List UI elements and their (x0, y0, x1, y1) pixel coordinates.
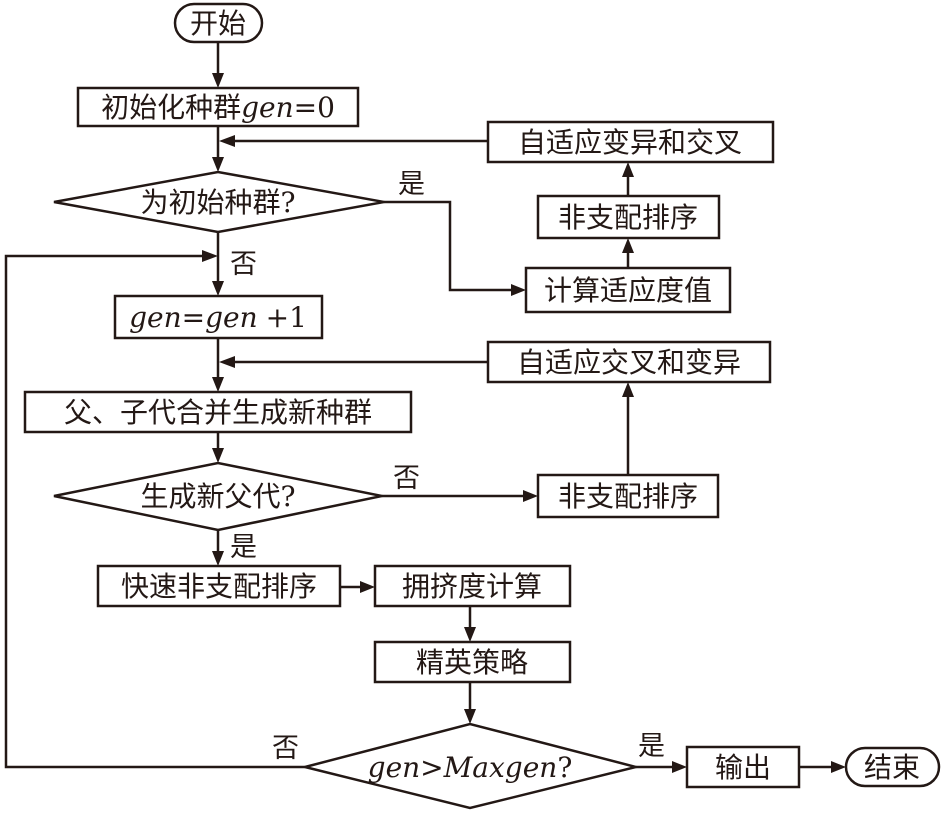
elite-label: 精英策略 (416, 646, 528, 679)
arrowhead (212, 157, 224, 172)
arrowhead (212, 551, 224, 566)
label-no-maxgen: 否 (272, 733, 299, 764)
arrowhead (212, 448, 224, 463)
arrowhead (511, 284, 526, 296)
arrowhead (212, 377, 224, 392)
output-label: 输出 (715, 751, 771, 784)
arrowhead (672, 761, 687, 773)
end-node: 结束 (844, 746, 941, 788)
arrowhead (464, 709, 476, 724)
decision-maxgen-label: gen>Maxgen? (368, 751, 573, 784)
adapt-cross-mut-box: 自适应交叉和变异 (486, 340, 772, 384)
connectors (4, 42, 846, 773)
label-no-initial: 否 (230, 249, 257, 280)
arrowhead (219, 356, 235, 368)
gen-increment-label: gen=gen+1 (129, 301, 307, 334)
arrowhead (622, 162, 634, 177)
nondom-sort-top-box: 非支配排序 (536, 194, 721, 240)
arrowhead (360, 581, 375, 593)
label-yes-initial: 是 (398, 169, 425, 200)
calc-fitness-label: 计算适应度值 (544, 274, 712, 307)
adapt-cross-mut-label: 自适应交叉和变异 (517, 346, 741, 379)
connector-loop-back (4, 254, 305, 769)
calc-fitness-box: 计算适应度值 (524, 266, 732, 314)
decision-initial-label: 为初始种群? (140, 186, 295, 219)
arrowhead (212, 73, 224, 88)
crowding-label: 拥挤度计算 (402, 570, 542, 603)
elite-box: 精英策略 (373, 640, 572, 684)
crowding-box: 拥挤度计算 (373, 564, 572, 608)
arrowhead (219, 135, 235, 147)
merge-population-label: 父、子代合并生成新种群 (64, 396, 372, 429)
adapt-mut-cross-box: 自适应变异和交叉 (486, 120, 775, 164)
nondom-sort-bottom-box: 非支配排序 (536, 473, 720, 519)
adapt-mut-cross-label: 自适应变异和交叉 (518, 126, 742, 159)
arrowhead (622, 382, 634, 397)
decision-new-parent-label: 生成新父代? (140, 480, 295, 513)
label-yes-new-parent: 是 (230, 532, 257, 563)
merge-population-box: 父、子代合并生成新种群 (23, 390, 413, 434)
arrowhead (831, 761, 846, 773)
decision-maxgen: gen>Maxgen? (304, 722, 637, 810)
connector-yes-calc-fitness (384, 200, 513, 292)
start-label: 开始 (190, 7, 246, 40)
start-node: 开始 (173, 2, 264, 44)
fast-sort-box: 快速非支配排序 (96, 564, 342, 608)
arrowhead (622, 238, 634, 253)
label-yes-maxgen: 是 (638, 731, 665, 762)
nondom-sort-top-label: 非支配排序 (558, 201, 698, 234)
fast-sort-label: 快速非支配排序 (121, 570, 317, 603)
arrowhead (523, 490, 538, 502)
arrowhead (464, 627, 476, 642)
nondom-sort-bottom-label: 非支配排序 (558, 480, 698, 513)
arrowhead (202, 250, 218, 262)
decision-initial-population: 为初始种群? (53, 170, 385, 234)
gen-increment-box: gen=gen+1 (113, 294, 324, 340)
init-population-box: 初始化种群gen=0 (76, 86, 360, 128)
decision-new-parent: 生成新父代? (53, 461, 383, 532)
output-box: 输出 (685, 745, 801, 789)
label-no-new-parent: 否 (393, 463, 420, 494)
end-label: 结束 (864, 751, 920, 784)
arrowhead (212, 281, 224, 296)
init-population-label: 初始化种群gen=0 (101, 91, 335, 124)
